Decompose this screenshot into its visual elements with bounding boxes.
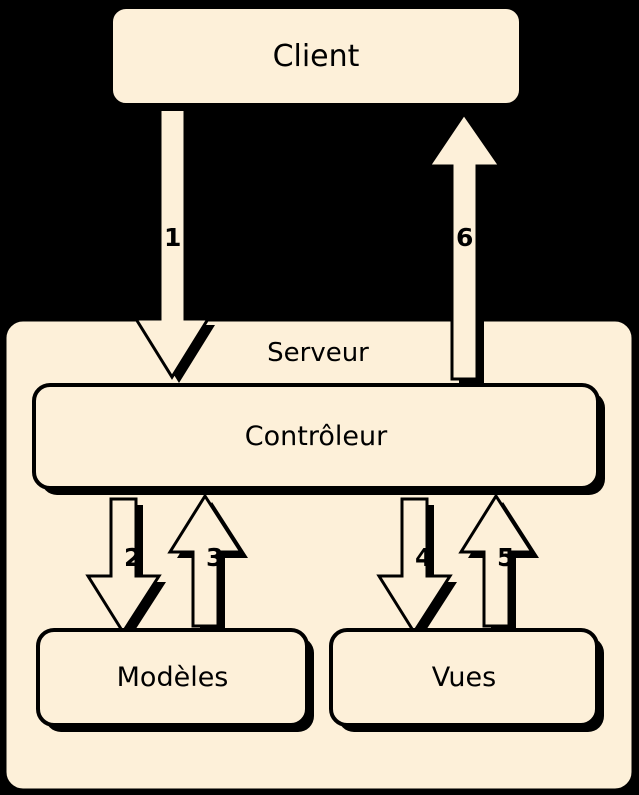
arrow-4[interactable] bbox=[376, 497, 457, 638]
node-modeles-box bbox=[36, 628, 309, 727]
arrow-6-body bbox=[426, 111, 503, 381]
arrow-2-body bbox=[85, 497, 162, 635]
node-vues[interactable] bbox=[329, 628, 604, 732]
node-vues-box bbox=[329, 628, 599, 727]
arrow-4-body bbox=[376, 497, 453, 635]
arrow-5[interactable] bbox=[458, 493, 539, 632]
node-client[interactable] bbox=[111, 7, 527, 111]
node-controleur-box bbox=[32, 383, 600, 490]
node-client-box bbox=[111, 7, 521, 105]
arrow-6[interactable] bbox=[426, 111, 507, 385]
arrow-5-body bbox=[458, 493, 535, 628]
arrow-3-body bbox=[167, 493, 244, 628]
arrow-1[interactable] bbox=[133, 102, 215, 383]
arrow-1-body bbox=[133, 102, 211, 380]
arrow-2[interactable] bbox=[85, 497, 166, 638]
arrow-3[interactable] bbox=[167, 493, 248, 632]
node-controleur[interactable] bbox=[32, 383, 605, 495]
node-modeles[interactable] bbox=[36, 628, 314, 732]
